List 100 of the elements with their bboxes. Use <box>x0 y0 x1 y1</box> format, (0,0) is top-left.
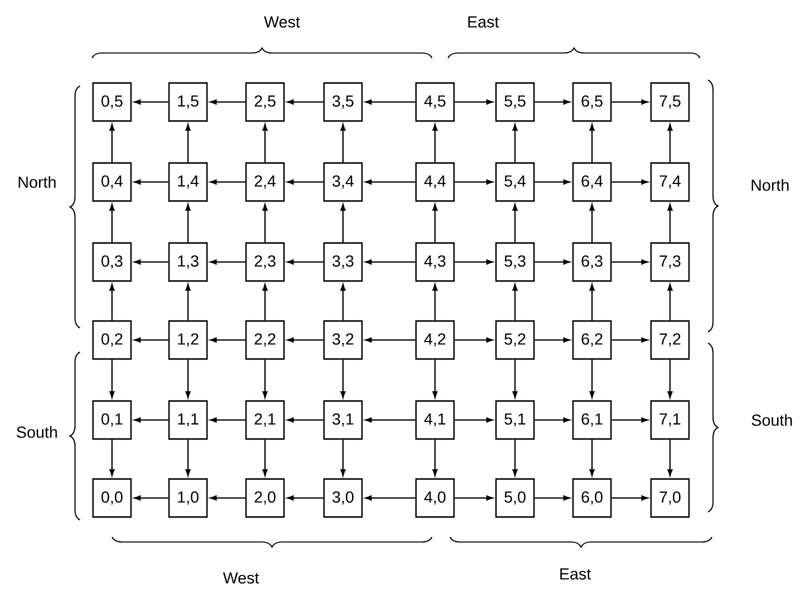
region-label: North <box>18 176 56 188</box>
arrow <box>262 284 268 320</box>
region-label: East <box>468 16 499 28</box>
node-box: 5,3 <box>495 242 535 282</box>
node-box: 1,0 <box>168 478 208 518</box>
node-box: 7,2 <box>650 320 690 360</box>
node-box: 1,2 <box>168 320 208 360</box>
arrow <box>589 124 595 162</box>
arrow <box>287 337 324 343</box>
node-box: 6,5 <box>572 82 612 122</box>
arrow <box>589 284 595 320</box>
arrow <box>365 179 416 185</box>
node-box: 4,1 <box>415 400 455 440</box>
arrow <box>109 284 115 320</box>
arrow <box>185 360 191 398</box>
node-box: 7,0 <box>650 478 690 518</box>
arrow <box>667 440 673 476</box>
arrow <box>134 337 168 343</box>
node-box: 5,1 <box>495 400 535 440</box>
arrow <box>534 99 570 105</box>
arrow <box>340 124 346 162</box>
arrow <box>534 179 570 185</box>
node-box: 5,4 <box>495 162 535 202</box>
arrow <box>612 495 648 501</box>
arrow <box>109 360 115 398</box>
arrow <box>534 337 570 343</box>
arrow <box>454 259 493 265</box>
node-box: 6,4 <box>572 162 612 202</box>
arrow <box>589 360 595 398</box>
arrow <box>262 124 268 162</box>
arrow <box>454 495 493 501</box>
node-box: 2,0 <box>245 478 285 518</box>
arrow <box>262 360 268 398</box>
arrow <box>667 204 673 242</box>
node-box: 7,3 <box>650 242 690 282</box>
node-box: 5,2 <box>495 320 535 360</box>
arrow <box>534 417 570 423</box>
arrow <box>287 495 324 501</box>
node-box: 7,5 <box>650 82 690 122</box>
arrow <box>287 259 324 265</box>
arrow <box>365 337 416 343</box>
node-box: 4,2 <box>415 320 455 360</box>
arrow <box>512 360 518 398</box>
arrow <box>512 124 518 162</box>
node-box: 5,0 <box>495 478 535 518</box>
node-box: 3,0 <box>323 478 363 518</box>
arrow <box>667 360 673 398</box>
arrow <box>589 204 595 242</box>
node-box: 4,4 <box>415 162 455 202</box>
node-box: 3,3 <box>323 242 363 282</box>
arrow <box>109 440 115 476</box>
arrow <box>667 124 673 162</box>
node-box: 4,3 <box>415 242 455 282</box>
region-label: South <box>16 426 57 438</box>
node-box: 3,4 <box>323 162 363 202</box>
node-box: 3,5 <box>323 82 363 122</box>
arrow <box>612 99 648 105</box>
arrow <box>512 440 518 476</box>
region-label: South <box>752 414 792 426</box>
arrow <box>210 99 246 105</box>
arrow <box>185 124 191 162</box>
arrow <box>454 337 493 343</box>
node-box: 4,0 <box>415 478 455 518</box>
arrow <box>512 284 518 320</box>
arrow <box>134 417 168 423</box>
region-label: North <box>752 179 789 191</box>
arrow <box>134 179 168 185</box>
arrow <box>210 337 246 343</box>
arrow <box>185 284 191 320</box>
node-box: 0,1 <box>92 400 132 440</box>
node-box: 5,5 <box>495 82 535 122</box>
node-box: 3,2 <box>323 320 363 360</box>
arrow <box>287 417 324 423</box>
arrow <box>432 284 438 320</box>
node-box: 2,2 <box>245 320 285 360</box>
arrow <box>612 259 648 265</box>
node-box: 4,5 <box>415 82 455 122</box>
arrow <box>134 99 168 105</box>
region-label: East <box>560 568 591 580</box>
arrow <box>262 204 268 242</box>
node-box: 6,0 <box>572 478 612 518</box>
node-box: 1,3 <box>168 242 208 282</box>
arrow <box>365 495 416 501</box>
arrow <box>287 99 324 105</box>
arrow <box>340 360 346 398</box>
arrow <box>432 360 438 398</box>
arrow <box>109 124 115 162</box>
node-box: 2,3 <box>245 242 285 282</box>
node-box: 1,4 <box>168 162 208 202</box>
arrow <box>210 417 246 423</box>
arrow <box>365 99 416 105</box>
arrow <box>365 259 416 265</box>
region-label: West <box>264 16 300 28</box>
arrow <box>432 124 438 162</box>
arrow <box>210 495 246 501</box>
arrow <box>612 337 648 343</box>
node-box: 2,1 <box>245 400 285 440</box>
arrow <box>287 179 324 185</box>
arrow <box>454 179 493 185</box>
arrow <box>432 440 438 476</box>
